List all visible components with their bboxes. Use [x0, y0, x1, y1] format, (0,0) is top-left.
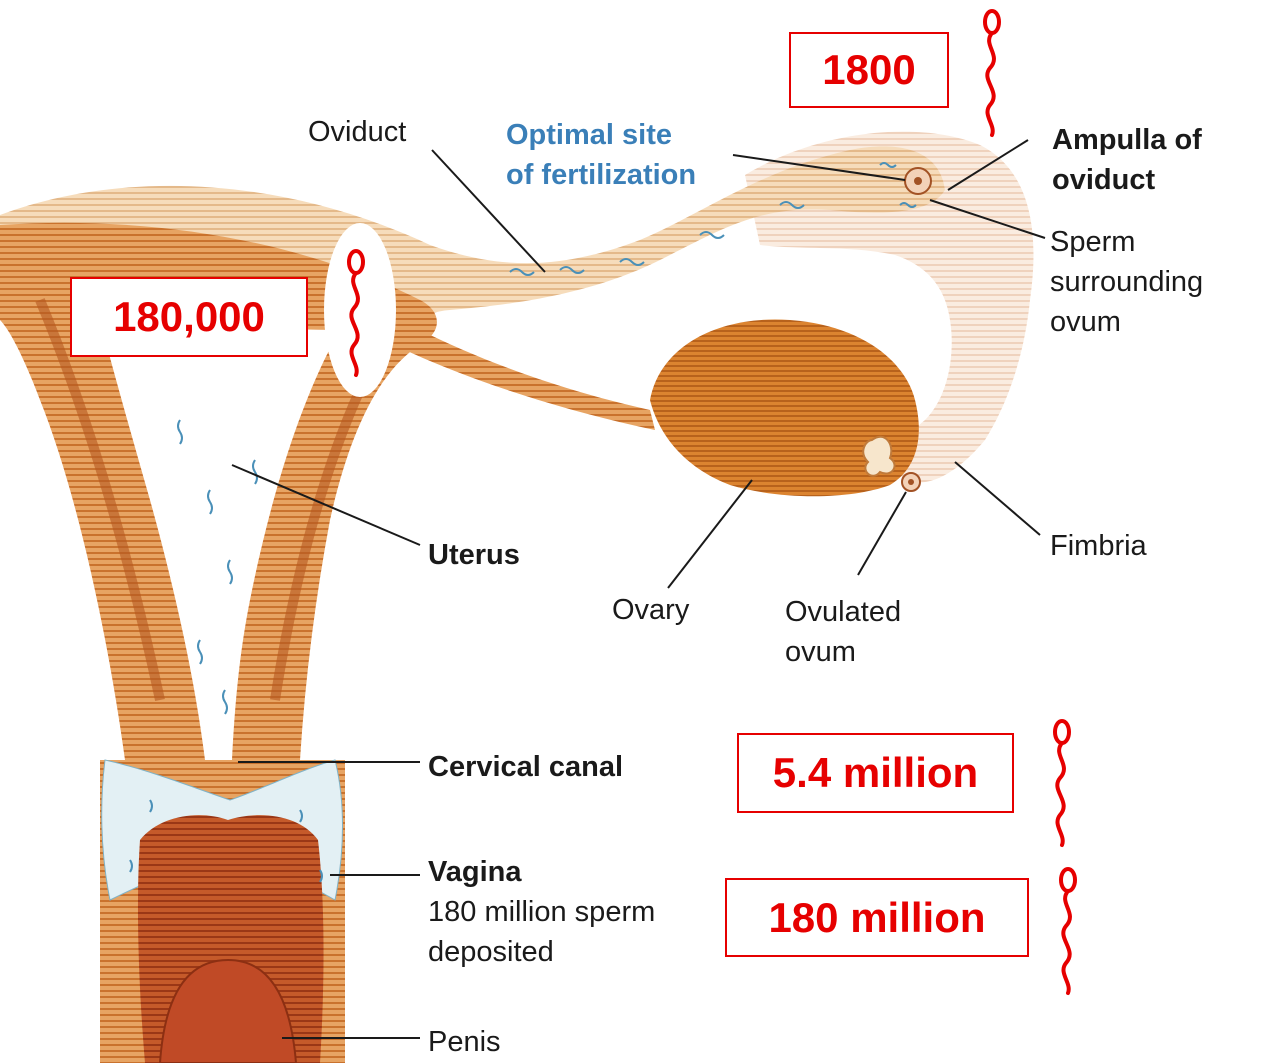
- count-vagina: 180 million: [725, 878, 1029, 957]
- sperm-icon-ampulla: [985, 11, 999, 135]
- label-sperm-surrounding-ovum: Sperm surrounding ovum: [1050, 222, 1203, 342]
- label-fimbria: Fimbria: [1050, 526, 1147, 566]
- label-penis: Penis: [428, 1022, 501, 1062]
- sperm-icon-cervix: [1055, 721, 1069, 845]
- count-cervix: 5.4 million: [737, 733, 1014, 813]
- highlight-oval: [324, 223, 396, 397]
- label-cervical-canal: Cervical canal: [428, 747, 623, 787]
- label-ampulla: Ampulla of oviduct: [1052, 120, 1202, 200]
- label-oviduct: Oviduct: [308, 112, 406, 152]
- label-ovulated-ovum: Ovulated ovum: [785, 592, 901, 672]
- count-uterus: 180,000: [70, 277, 308, 357]
- count-ampulla: 1800: [789, 32, 949, 108]
- label-optimal-site: Optimal site of fertilization: [506, 115, 696, 195]
- label-vagina-note: 180 million sperm deposited: [428, 892, 655, 972]
- label-vagina: Vagina: [428, 852, 522, 892]
- sperm-icon-vagina: [1061, 869, 1075, 993]
- label-uterus: Uterus: [428, 535, 520, 575]
- label-ovary: Ovary: [612, 590, 689, 630]
